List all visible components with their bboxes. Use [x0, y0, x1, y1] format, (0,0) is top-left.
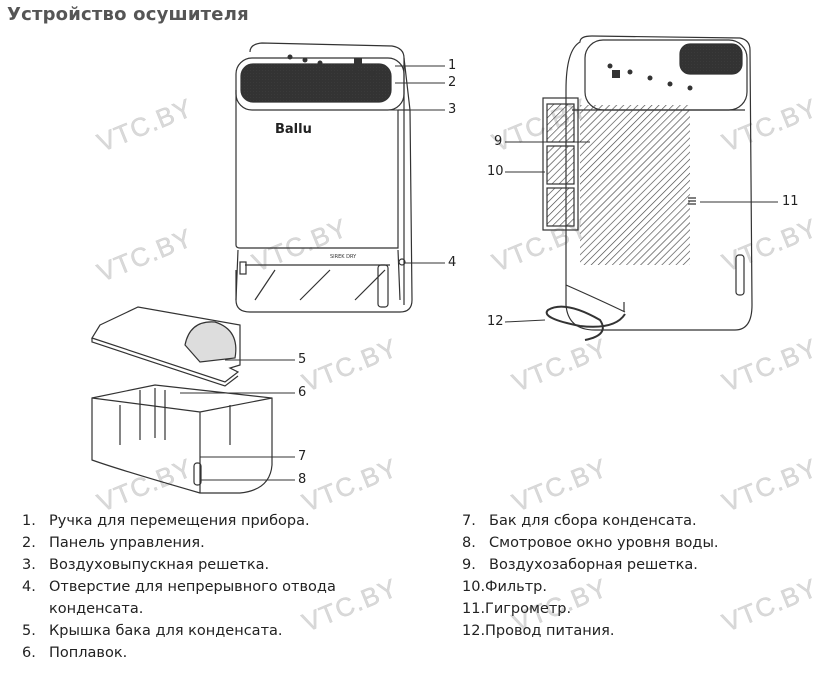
list-item: 5. Крышка бака для конденсата.: [22, 620, 372, 642]
list-item: 12.Провод питания.: [462, 620, 822, 642]
item-text: Ручка для перемещения прибора.: [49, 513, 310, 529]
item-number: 1.: [22, 513, 36, 529]
list-item: 10.Фильтр.: [462, 576, 822, 598]
list-item: 9. Воздухозаборная решетка.: [462, 554, 822, 576]
item-number: 4.: [22, 579, 36, 595]
list-item: 2. Панель управления.: [22, 532, 372, 554]
callout-6: 6: [298, 385, 307, 400]
dehumidifier-back-view: [542, 35, 753, 341]
item-text: Панель управления.: [49, 535, 205, 551]
item-number: 11.: [462, 601, 486, 617]
model-label: SIREK DRY: [330, 254, 357, 260]
item-text: Отверстие для непрерывного отвода конден…: [49, 579, 336, 617]
callout-4: 4: [448, 255, 457, 270]
item-text: Фильтр.: [485, 579, 547, 595]
callout-11: 11: [782, 194, 799, 209]
callout-12: 12: [487, 314, 504, 329]
callout-8: 8: [298, 472, 307, 487]
item-text: Воздухозаборная решетка.: [489, 557, 698, 573]
device-diagram: Ballu SIREK DRY: [91, 35, 778, 494]
callout-1: 1: [448, 58, 457, 73]
callout-lines: [180, 65, 778, 481]
item-text: Гигрометр.: [485, 601, 572, 617]
item-text: Смотровое окно уровня воды.: [489, 535, 719, 551]
item-text: Провод питания.: [485, 623, 615, 639]
brand-logo: Ballu: [275, 122, 312, 137]
callout-5: 5: [298, 352, 307, 367]
parts-list-right: 7. Бак для сбора конденсата. 8. Смотровое …: [462, 510, 822, 642]
parts-list-left: 1. Ручка для перемещения прибора. 2. Панел…: [22, 510, 372, 664]
item-number: 12.: [462, 623, 486, 639]
list-item: 7. Бак для сбора конденсата.: [462, 510, 822, 532]
list-item: 11.Гигрометр.: [462, 598, 822, 620]
item-number: 8.: [462, 535, 476, 551]
condensate-tank: [91, 384, 273, 494]
item-text: Бак для сбора конденсата.: [489, 513, 697, 529]
item-number: 5.: [22, 623, 36, 639]
list-item: 1. Ручка для перемещения прибора.: [22, 510, 372, 532]
item-number: 7.: [462, 513, 476, 529]
item-number: 9.: [462, 557, 476, 573]
callout-7: 7: [298, 449, 307, 464]
tank-lid: [91, 306, 241, 387]
list-item: 4. Отверстие для непрерывного отвода конд…: [22, 576, 372, 620]
callout-3: 3: [448, 102, 457, 117]
list-item: 8. Смотровое окно уровня воды.: [462, 532, 822, 554]
item-number: 10.: [462, 579, 486, 595]
page-title: Устройство осушителя: [7, 4, 249, 25]
list-item: 6. Поплавок.: [22, 642, 372, 664]
item-number: 6.: [22, 645, 36, 661]
callout-10: 10: [487, 164, 504, 179]
callout-2: 2: [448, 75, 457, 90]
item-number: 2.: [22, 535, 36, 551]
dehumidifier-front-view: Ballu SIREK DRY: [235, 42, 413, 313]
list-item: 3. Воздуховыпускная решетка.: [22, 554, 372, 576]
item-number: 3.: [22, 557, 36, 573]
item-text: Поплавок.: [49, 645, 128, 661]
callout-9: 9: [494, 134, 503, 149]
item-text: Крышка бака для конденсата.: [49, 623, 283, 639]
item-text: Воздуховыпускная решетка.: [49, 557, 270, 573]
